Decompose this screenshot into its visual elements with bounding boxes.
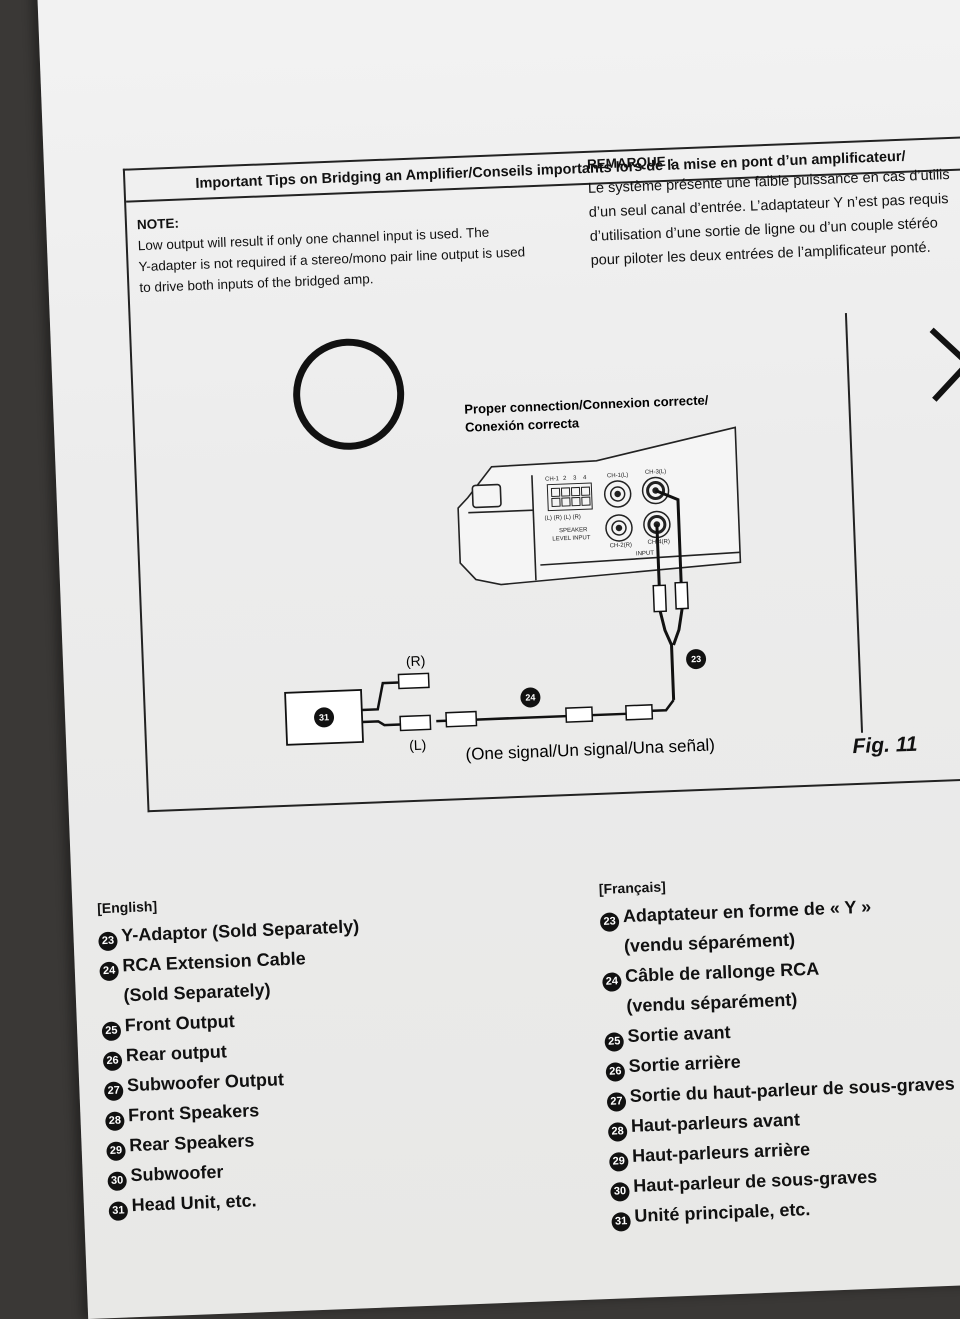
jack-label: CH-1(L) xyxy=(607,473,629,480)
y-adapter-number: 23 xyxy=(691,654,701,664)
num-badge-icon: 26 xyxy=(103,1051,123,1071)
num-badge-icon: 23 xyxy=(98,931,118,951)
num-badge-icon: 28 xyxy=(105,1111,125,1131)
num-badge-icon: 25 xyxy=(604,1032,624,1052)
tips-box: Important Tips on Bridging an Amplifier/… xyxy=(123,135,960,812)
legend-text: Front Output xyxy=(124,1006,235,1040)
wrong-x-icon xyxy=(932,328,960,399)
connection-diagram: Proper connection/Connexion correcte/ Co… xyxy=(131,287,960,790)
num-badge-icon: 27 xyxy=(104,1081,124,1101)
jack-label: CH-3(L) xyxy=(645,469,667,476)
legend-text: Sortie avant xyxy=(627,1017,731,1051)
legend-text: Subwoofer xyxy=(130,1157,224,1191)
head-unit-cables xyxy=(361,683,401,726)
input-label: INPUT xyxy=(636,551,655,558)
figure-label: Fig. 11 xyxy=(852,733,918,759)
legend-text: Rear output xyxy=(125,1036,227,1070)
legend-text: Sortie arrière xyxy=(628,1047,741,1081)
num-badge-icon: 30 xyxy=(610,1182,630,1202)
legend-text: (Sold Separately) xyxy=(123,975,271,1011)
num-badge-icon: 24 xyxy=(602,972,622,992)
ch-label: CH-1 xyxy=(545,476,560,483)
correct-circle-icon xyxy=(295,340,403,448)
diagram-caption: Conexión correcta xyxy=(465,415,580,434)
legend-text: Unité principale, etc. xyxy=(634,1194,811,1231)
cable-number: 24 xyxy=(525,692,535,702)
num-badge-icon: 31 xyxy=(108,1201,128,1221)
num-badge-icon: 25 xyxy=(102,1021,122,1041)
jack-label: CH-2(R) xyxy=(610,542,633,549)
num-badge-icon: 29 xyxy=(609,1152,629,1172)
legend-text: Rear Speakers xyxy=(129,1125,255,1160)
num-badge-icon: 23 xyxy=(600,912,620,932)
num-badge-icon: 27 xyxy=(607,1092,627,1112)
num-badge-icon: 30 xyxy=(107,1171,127,1191)
note-english: NOTE: Low output will result if only one… xyxy=(137,199,527,298)
l-label: (L) xyxy=(409,737,427,754)
num-badge-icon: 31 xyxy=(611,1212,631,1232)
amplifier xyxy=(455,427,740,586)
speaker-label: SPEAKER xyxy=(559,527,588,534)
note-french: REMARQUE : Le système présente une faibl… xyxy=(587,139,953,273)
num-badge-icon: 29 xyxy=(106,1141,126,1161)
num-badge-icon: 24 xyxy=(99,961,119,981)
y-adapter xyxy=(660,609,685,701)
r-label: (R) xyxy=(406,652,426,669)
num-badge-icon: 26 xyxy=(605,1062,625,1082)
legend-text: Head Unit, etc. xyxy=(131,1185,257,1220)
diagram-caption: Proper connection/Connexion correcte/ xyxy=(464,392,709,416)
num-badge-icon: 28 xyxy=(608,1122,628,1142)
head-unit-number: 31 xyxy=(319,712,329,722)
rca-plugs xyxy=(653,582,688,611)
legend-text: Subwoofer Output xyxy=(126,1064,284,1100)
signal-caption: (One signal/Un signal/Una señal) xyxy=(465,735,715,764)
